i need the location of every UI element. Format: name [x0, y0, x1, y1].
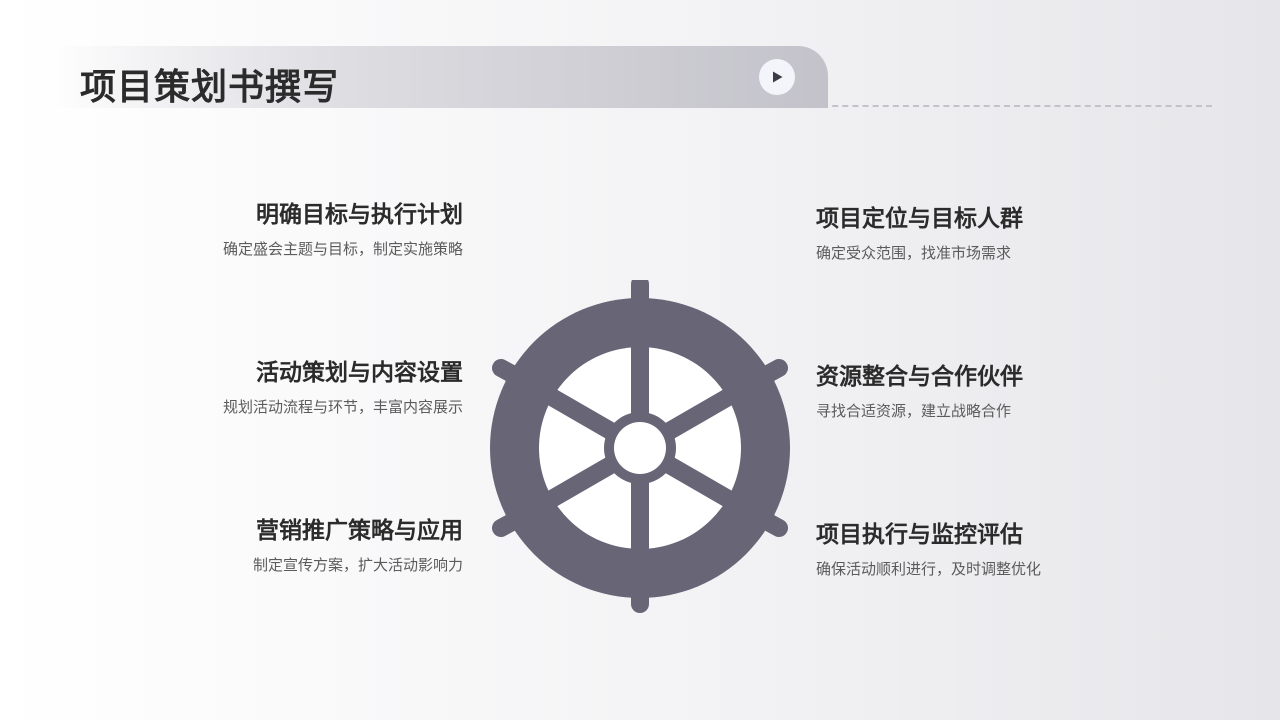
ship-wheel-icon	[490, 280, 790, 613]
item-desc: 确保活动顺利进行，及时调整优化	[816, 560, 1042, 578]
list-item-right-1: 项目定位与目标人群 确定受众范围，找准市场需求	[816, 203, 1116, 263]
item-desc: 确定盛会主题与目标，制定实施策略	[222, 240, 463, 258]
item-title: 营销推广策略与应用	[256, 518, 463, 544]
play-icon	[773, 71, 783, 83]
item-desc: 确定受众范围，找准市场需求	[816, 244, 1012, 262]
list-item-left-3: 营销推广策略与应用 制定宣传方案，扩大活动影响力	[163, 515, 463, 575]
list-item-left-2: 活动策划与内容设置 规划活动流程与环节，丰富内容展示	[163, 357, 463, 417]
list-item-right-3: 项目执行与监控评估 确保活动顺利进行，及时调整优化	[816, 519, 1116, 579]
item-title: 明确目标与执行计划	[256, 202, 463, 228]
page-title: 项目策划书撰写	[80, 67, 340, 108]
item-title: 活动策划与内容设置	[256, 360, 463, 386]
item-desc: 规划活动流程与环节，丰富内容展示	[222, 398, 463, 416]
title-bar	[52, 46, 828, 108]
item-title: 资源整合与合作伙伴	[816, 364, 1023, 390]
item-title: 项目定位与目标人群	[816, 206, 1023, 232]
list-item-left-1: 明确目标与执行计划 确定盛会主题与目标，制定实施策略	[163, 199, 463, 259]
play-button[interactable]	[759, 59, 795, 95]
item-desc: 寻找合适资源，建立战略合作	[816, 402, 1012, 420]
item-title: 项目执行与监控评估	[816, 522, 1023, 548]
dashed-divider	[812, 105, 1212, 107]
item-desc: 制定宣传方案，扩大活动影响力	[252, 556, 463, 574]
list-item-right-2: 资源整合与合作伙伴 寻找合适资源，建立战略合作	[816, 361, 1116, 421]
